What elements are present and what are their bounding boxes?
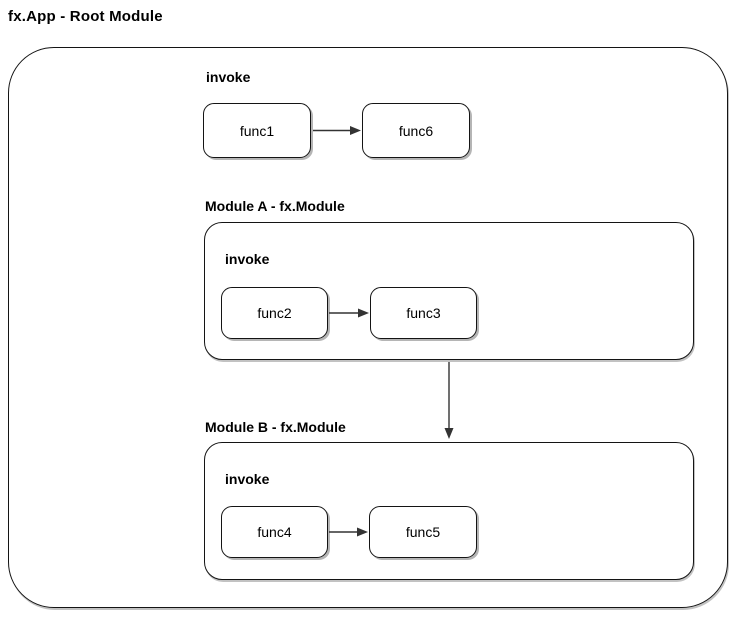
module-a-title: Module A - fx.Module [205, 198, 345, 214]
invoke-label-module-a: invoke [225, 251, 270, 267]
node-func2: func2 [221, 287, 328, 339]
node-func3: func3 [370, 287, 477, 339]
invoke-label-module-b: invoke [225, 471, 270, 487]
node-func5: func5 [369, 506, 477, 558]
node-func6: func6 [362, 103, 470, 158]
module-b-title: Module B - fx.Module [205, 419, 346, 435]
node-func1: func1 [203, 103, 311, 158]
invoke-label-root: invoke [206, 69, 251, 85]
root-module-title: fx.App - Root Module [8, 8, 163, 25]
node-func4: func4 [221, 506, 328, 558]
